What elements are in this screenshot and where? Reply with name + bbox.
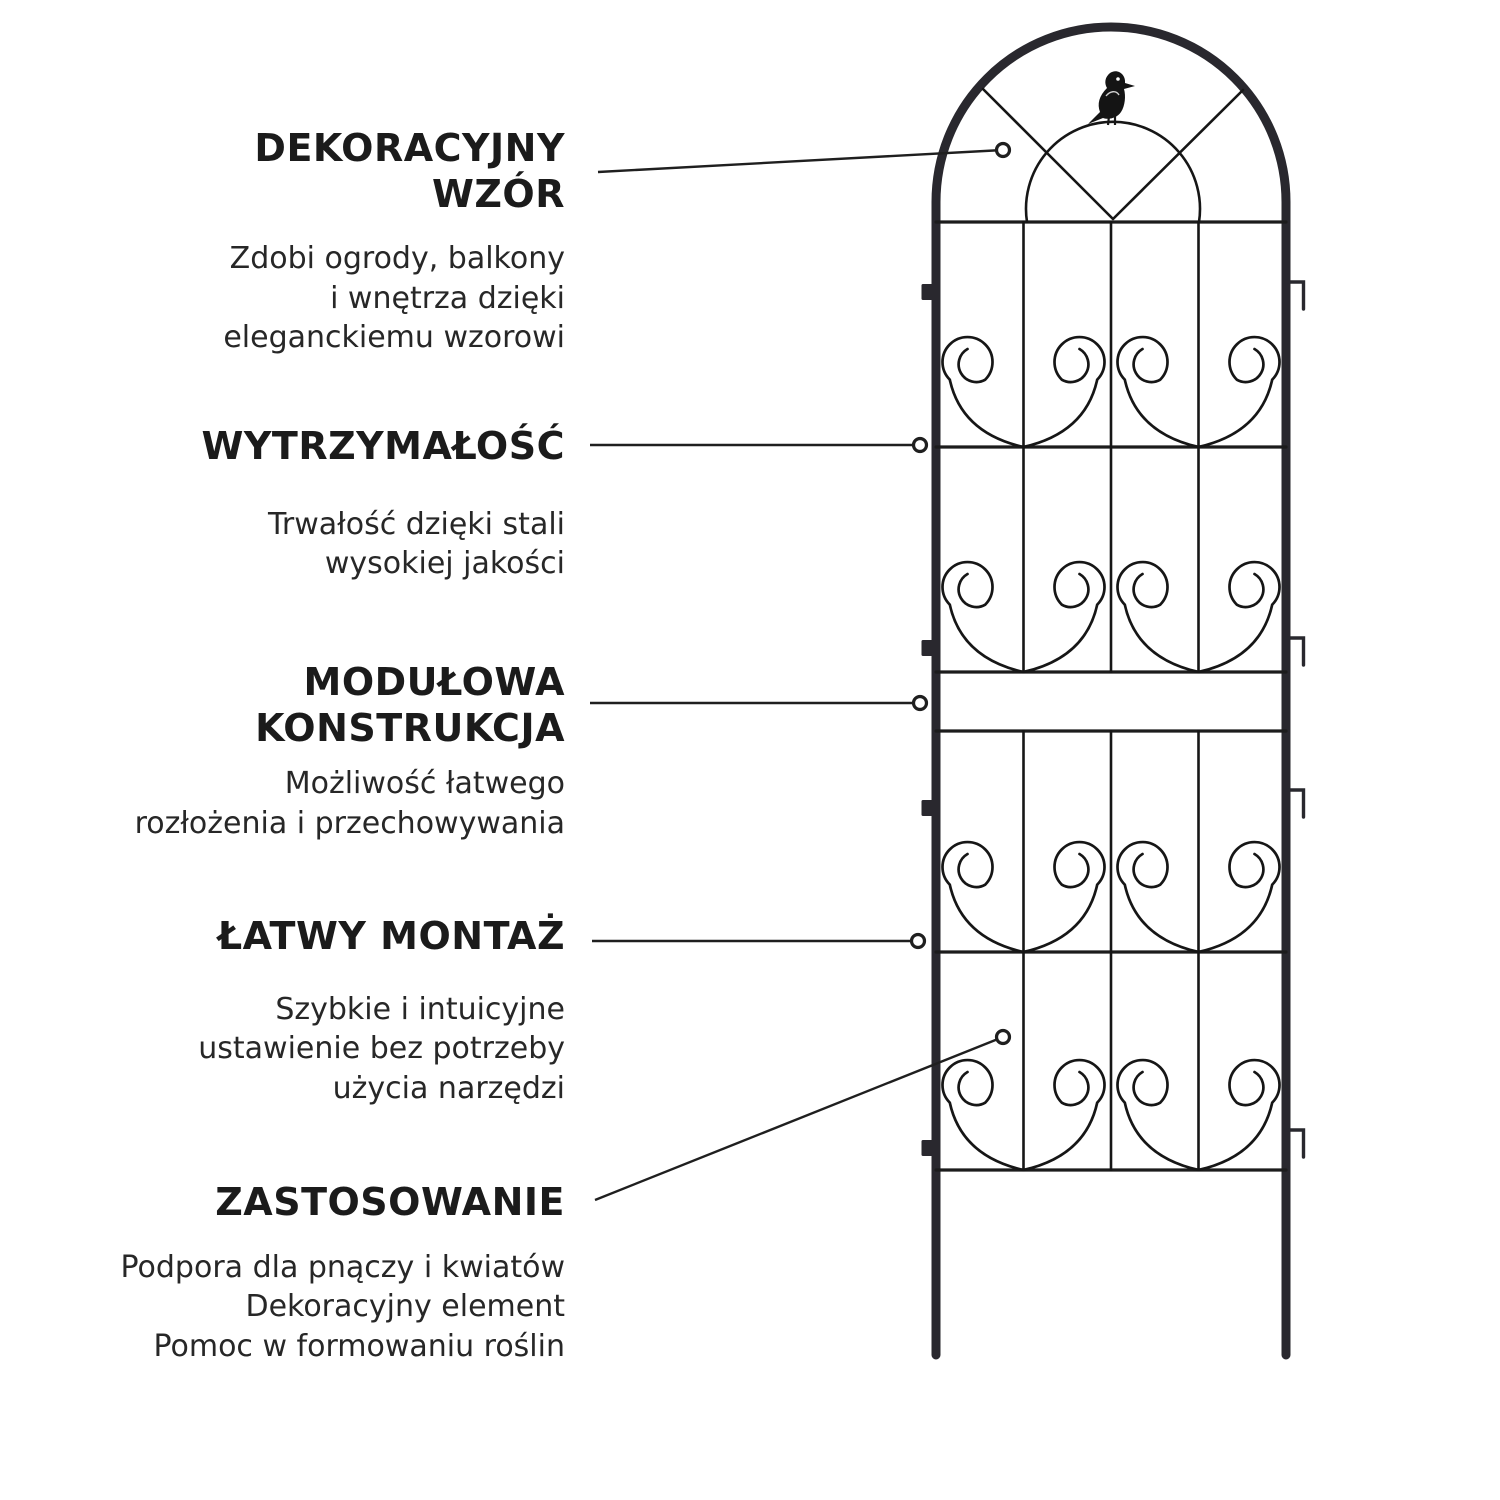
callout-dot [911,694,929,712]
callout-lines [590,141,1012,1202]
callout-dot [994,1028,1012,1046]
feature-title: DEKORACYJNY WZÓR [254,126,565,216]
arch-dome-wire [1024,120,1202,224]
arch-fan-wires [981,87,1245,221]
feature-description: Możliwość łatwego rozłożenia i przechowy… [134,766,565,841]
feature-description: Szybkie i intuicyjne ustawienie bez potr… [198,991,565,1106]
feature-description: Zdobi ogrody, balkony i wnętrza dzięki e… [223,241,565,356]
trellis-verticals [1022,220,1200,1172]
feature-title: ZASTOSOWANIE [215,1180,565,1224]
feature-title: WYTRZYMAŁOŚĆ [201,424,565,468]
feature-block-modular-construction: MODUŁOWA KONSTRUKCJA Możliwość łatwego r… [85,660,565,843]
feature-title: MODUŁOWA KONSTRUKCJA [255,660,565,750]
feature-description: Trwałość dzięki stali wysokiej jakości [268,506,565,582]
feature-block-decorative-pattern: DEKORACYJNY WZÓR Zdobi ogrody, balkony i… [85,126,565,358]
trellis-panel [931,22,1306,1360]
bird-icon [1088,71,1135,126]
feature-block-usage: ZASTOSOWANIE Podpora dla pnączy i kwiató… [85,1180,566,1366]
scroll-ornaments [941,335,1281,1172]
callout-line-1 [597,148,1004,174]
feature-block-easy-assembly: ŁATWY MONTAŻ Szybkie i intuicyjne ustawi… [85,914,565,1108]
callout-dot [909,932,927,950]
feature-title: ŁATWY MONTAŻ [217,914,565,958]
feature-block-durability: WYTRZYMAŁOŚĆ Trwałość dzięki stali wysok… [85,424,565,584]
connector-hooks [1284,280,1306,1159]
callout-dot [911,436,929,454]
trellis-frame [931,22,1291,1360]
callout-dot [994,141,1012,159]
callout-line-5 [594,1035,1004,1202]
feature-description: Podpora dla pnączy i kwiatów Dekoracyjny… [120,1249,566,1364]
